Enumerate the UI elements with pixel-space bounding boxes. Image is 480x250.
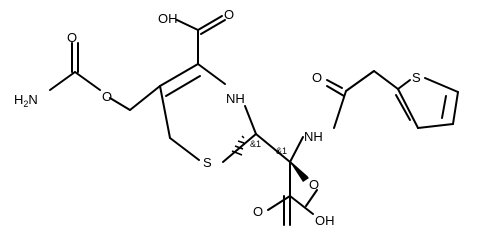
atom-amide-o: O bbox=[312, 70, 322, 85]
atom-ring-s: S bbox=[203, 155, 212, 170]
atom-carbamate-o: O bbox=[67, 30, 77, 45]
bond-network bbox=[49, 15, 459, 226]
atom-top-oh: OH bbox=[158, 11, 178, 26]
hashed-wedge bbox=[231, 135, 245, 156]
stereo-label-c6: &1 bbox=[250, 139, 261, 149]
atom-carbamate-link-o: O bbox=[102, 89, 112, 104]
atom-carbamate-h: H2N bbox=[14, 92, 38, 109]
atom-top-o: O bbox=[224, 7, 234, 22]
atom-bottom-o: O bbox=[253, 204, 263, 219]
solid-wedge bbox=[290, 162, 309, 182]
atom-amide-nh: NH bbox=[304, 129, 323, 144]
atom-bottom-oh: OH bbox=[315, 213, 335, 228]
stereo-label-c7: &1 bbox=[276, 146, 287, 156]
atom-thiophene-s: S bbox=[412, 70, 421, 85]
atom-methoxy-o: O bbox=[309, 177, 319, 192]
atom-ring-nh: NH bbox=[226, 91, 245, 106]
